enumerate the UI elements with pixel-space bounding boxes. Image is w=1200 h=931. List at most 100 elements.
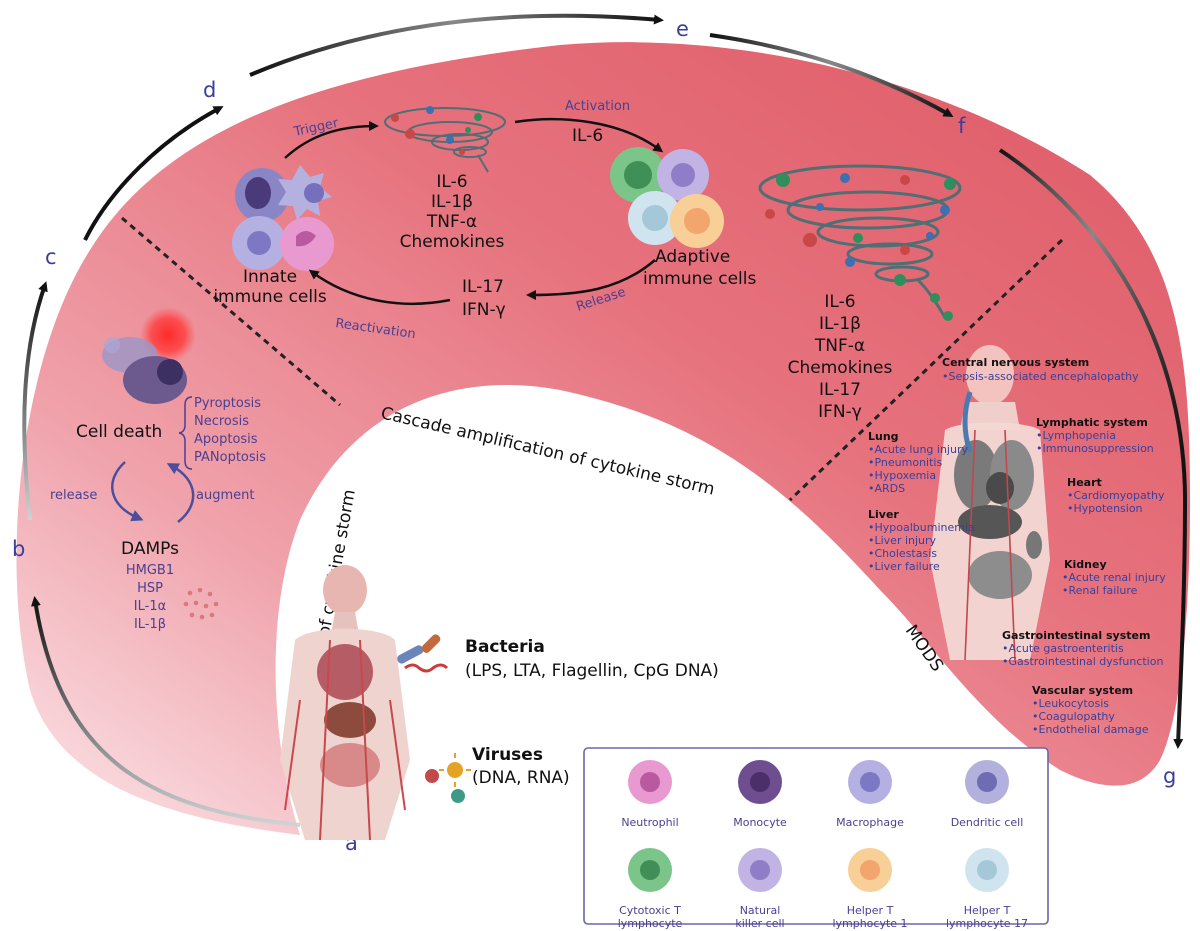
svg-text:•ARDS: •ARDS	[868, 482, 905, 495]
svg-text:TNF-α: TNF-α	[814, 336, 865, 356]
svg-text:IL-1α: IL-1α	[134, 599, 166, 614]
adaptive-cells-cluster	[610, 147, 724, 248]
svg-text:•Cholestasis: •Cholestasis	[868, 547, 937, 560]
cycle-letters: a b c d e f g	[12, 17, 1176, 855]
svg-text:Necrosis: Necrosis	[194, 414, 249, 429]
svg-text:Heart: Heart	[1067, 476, 1102, 489]
activation-label: Activation	[565, 99, 630, 114]
cycle-arrows	[22, 13, 1188, 827]
legend-nucleus-icon	[860, 860, 880, 880]
human-body-trigger	[280, 565, 410, 841]
svg-text:•Hypoalbuminemia: •Hypoalbuminemia	[868, 521, 975, 534]
organ-cns: Central nervous system •Sepsis-associate…	[942, 356, 1139, 383]
legend-box	[583, 747, 1049, 925]
svg-text:IL-1β: IL-1β	[431, 192, 473, 212]
viruses-illustration	[425, 753, 471, 803]
legend-items: Neutrophil Monocyte Macrophage Dendritic ce…	[618, 760, 1028, 930]
bacteria-title: Bacteria	[465, 637, 545, 657]
release-arrow	[526, 259, 656, 300]
dying-cells-illustration	[102, 307, 196, 404]
legend-nucleus-icon	[750, 860, 770, 880]
legend-label: Monocyte	[733, 816, 787, 829]
small-spiral-dots	[391, 106, 482, 155]
svg-text:IFN-γ: IFN-γ	[818, 402, 862, 422]
svg-text:•Pneumonitis: •Pneumonitis	[868, 456, 942, 469]
svg-text:•Endothelial damage: •Endothelial damage	[1032, 723, 1149, 736]
svg-text:•Immunosuppression: •Immunosuppression	[1036, 442, 1154, 455]
legend-label: Macrophage	[836, 816, 904, 829]
svg-text:Vascular system: Vascular system	[1032, 684, 1133, 697]
organ-lung: Lung •Acute lung injury •Pneumonitis •Hy…	[868, 430, 968, 495]
legend-nucleus-icon	[977, 860, 997, 880]
adaptive-label-1: Adaptive	[655, 247, 730, 267]
release-damps-arrow	[111, 461, 144, 522]
legend-label: Neutrophil	[621, 816, 678, 829]
svg-text:•Leukocytosis: •Leukocytosis	[1032, 697, 1109, 710]
svg-text:•Lymphopenia: •Lymphopenia	[1036, 429, 1116, 442]
letter-b: b	[12, 537, 25, 561]
arrow-d-e	[249, 13, 664, 77]
svg-text:•Liver injury: •Liver injury	[868, 534, 937, 547]
arrow-f-g	[998, 148, 1188, 749]
letter-e: e	[676, 17, 689, 41]
organ-kidney: Kidney •Acute renal injury •Renal failur…	[1062, 558, 1166, 597]
reactivation-arrow	[308, 269, 451, 306]
arrow-b-c	[22, 281, 48, 521]
organ-gastrointestinal: Gastrointestinal system •Acute gastroent…	[1002, 629, 1163, 668]
legend-item: Neutrophil	[621, 760, 679, 829]
legend-nucleus-icon	[640, 860, 660, 880]
cell-death-types: Pyroptosis Necrosis Apoptosis PANoptosis	[194, 396, 266, 465]
letter-f: f	[958, 114, 966, 138]
innate-cells-cluster	[232, 165, 334, 271]
svg-text:•Acute lung injury: •Acute lung injury	[868, 443, 968, 456]
legend-label: Natural	[740, 904, 781, 917]
legend-nucleus-icon	[750, 772, 770, 792]
legend-label: Cytotoxic T	[619, 904, 681, 917]
legend-label: Helper T	[964, 904, 1011, 917]
divider-right	[788, 238, 1064, 502]
divider-left	[121, 216, 341, 407]
arrow-c-d	[83, 106, 224, 241]
svg-text:•Hypoxemia: •Hypoxemia	[868, 469, 936, 482]
storm-cytokine-list: IL-6 IL-1β TNF-α Chemokines IL-17 IFN-γ	[788, 292, 893, 422]
legend-item: Dendritic cell	[951, 760, 1024, 829]
augment-label: augment	[196, 488, 254, 503]
legend-nucleus-icon	[640, 772, 660, 792]
svg-text:IL-17: IL-17	[819, 380, 861, 400]
svg-text:IL-6: IL-6	[824, 292, 855, 312]
svg-text:•Acute gastroenteritis: •Acute gastroenteritis	[1002, 642, 1124, 655]
innate-label-2: immune cells	[213, 287, 327, 307]
letter-g: g	[1163, 764, 1176, 788]
svg-text:•Liver failure: •Liver failure	[868, 560, 940, 573]
release-damps-label: release	[50, 488, 97, 503]
organ-lymphatic: Lymphatic system •Lymphopenia •Immunosup…	[1036, 416, 1154, 455]
arrow-a-b	[30, 596, 301, 827]
legend-label: Dendritic cell	[951, 816, 1024, 829]
svg-text:TNF-α: TNF-α	[426, 212, 477, 232]
svg-text:Lung: Lung	[868, 430, 899, 443]
legend-item: Macrophage	[836, 760, 904, 829]
svg-text:PANoptosis: PANoptosis	[194, 450, 266, 465]
legend-label: lymphocyte 1	[832, 917, 907, 930]
svg-text:•Acute renal injury: •Acute renal injury	[1062, 571, 1166, 584]
svg-text:•Gastrointestinal dysfunction: •Gastrointestinal dysfunction	[1002, 655, 1163, 668]
svg-text:IL-1β: IL-1β	[819, 314, 861, 334]
svg-text:•Renal failure: •Renal failure	[1062, 584, 1138, 597]
human-body-organs	[930, 345, 1050, 661]
legend-label: lymphocyte 17	[946, 917, 1028, 930]
bacteria-illustration	[397, 634, 449, 673]
letter-d: d	[203, 78, 216, 102]
bacteria-detail: (LPS, LTA, Flagellin, CpG DNA)	[465, 661, 719, 681]
svg-text:Pyroptosis: Pyroptosis	[194, 396, 261, 411]
legend-label: lymphocyte	[618, 917, 683, 930]
damps-dots	[183, 587, 219, 620]
svg-text:HMGB1: HMGB1	[126, 563, 174, 578]
svg-text:HSP: HSP	[137, 581, 163, 596]
arrow-e-f	[709, 33, 954, 117]
svg-text:•Sepsis-associated encephalopa: •Sepsis-associated encephalopathy	[942, 370, 1139, 383]
svg-text:Gastrointestinal system: Gastrointestinal system	[1002, 629, 1150, 642]
svg-text:Liver: Liver	[868, 508, 899, 521]
organ-liver: Liver •Hypoalbuminemia •Liver injury •Ch…	[868, 508, 975, 573]
